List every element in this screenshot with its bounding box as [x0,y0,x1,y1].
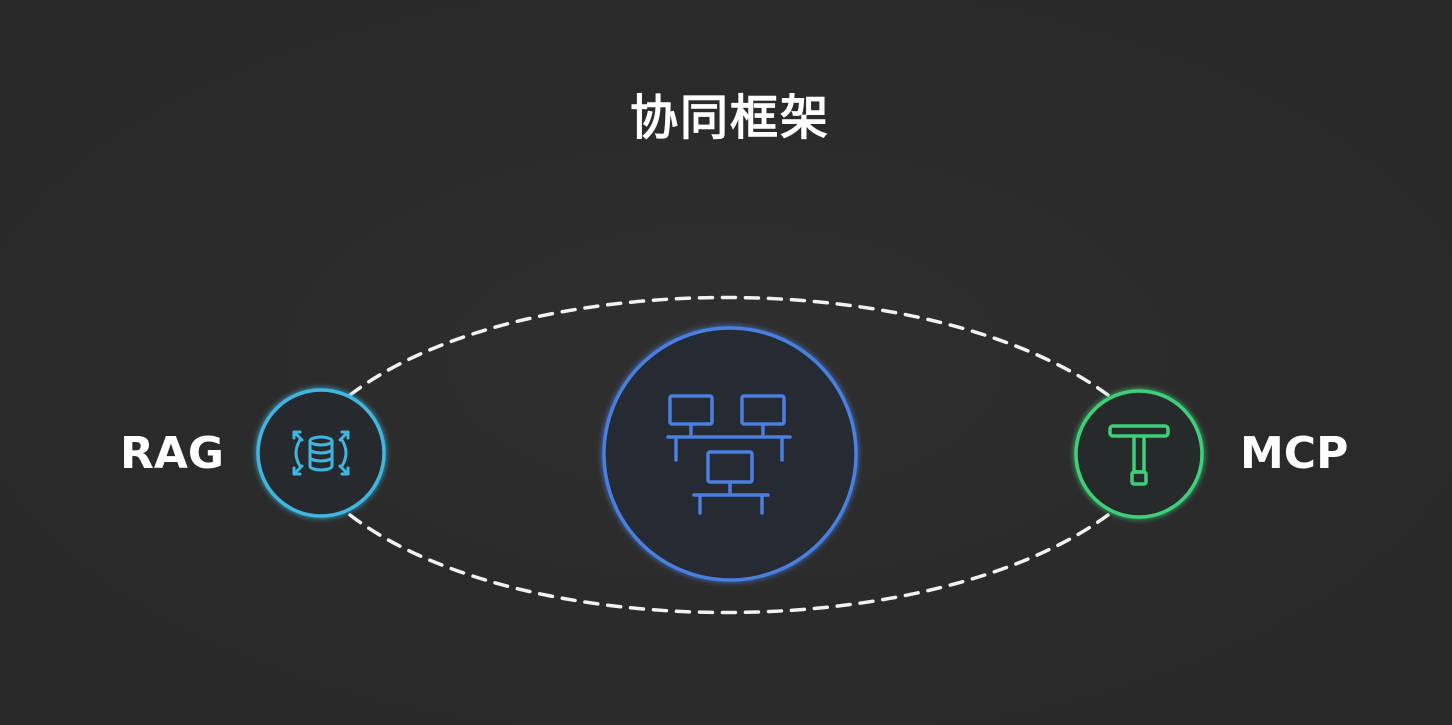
mcp-node[interactable] [1074,389,1204,519]
tool-icon [1108,424,1170,486]
center-network-node[interactable] [602,326,858,582]
rag-node[interactable] [256,388,386,518]
database-scan-icon [292,430,350,476]
rag-label: RAG [120,428,225,479]
page-title: 协同框架 [629,90,830,146]
networked-computers-icon [666,394,792,515]
lower-dashed-arc [348,513,1110,615]
mcp-label: MCP [1240,428,1349,479]
upper-dashed-arc [348,295,1110,397]
